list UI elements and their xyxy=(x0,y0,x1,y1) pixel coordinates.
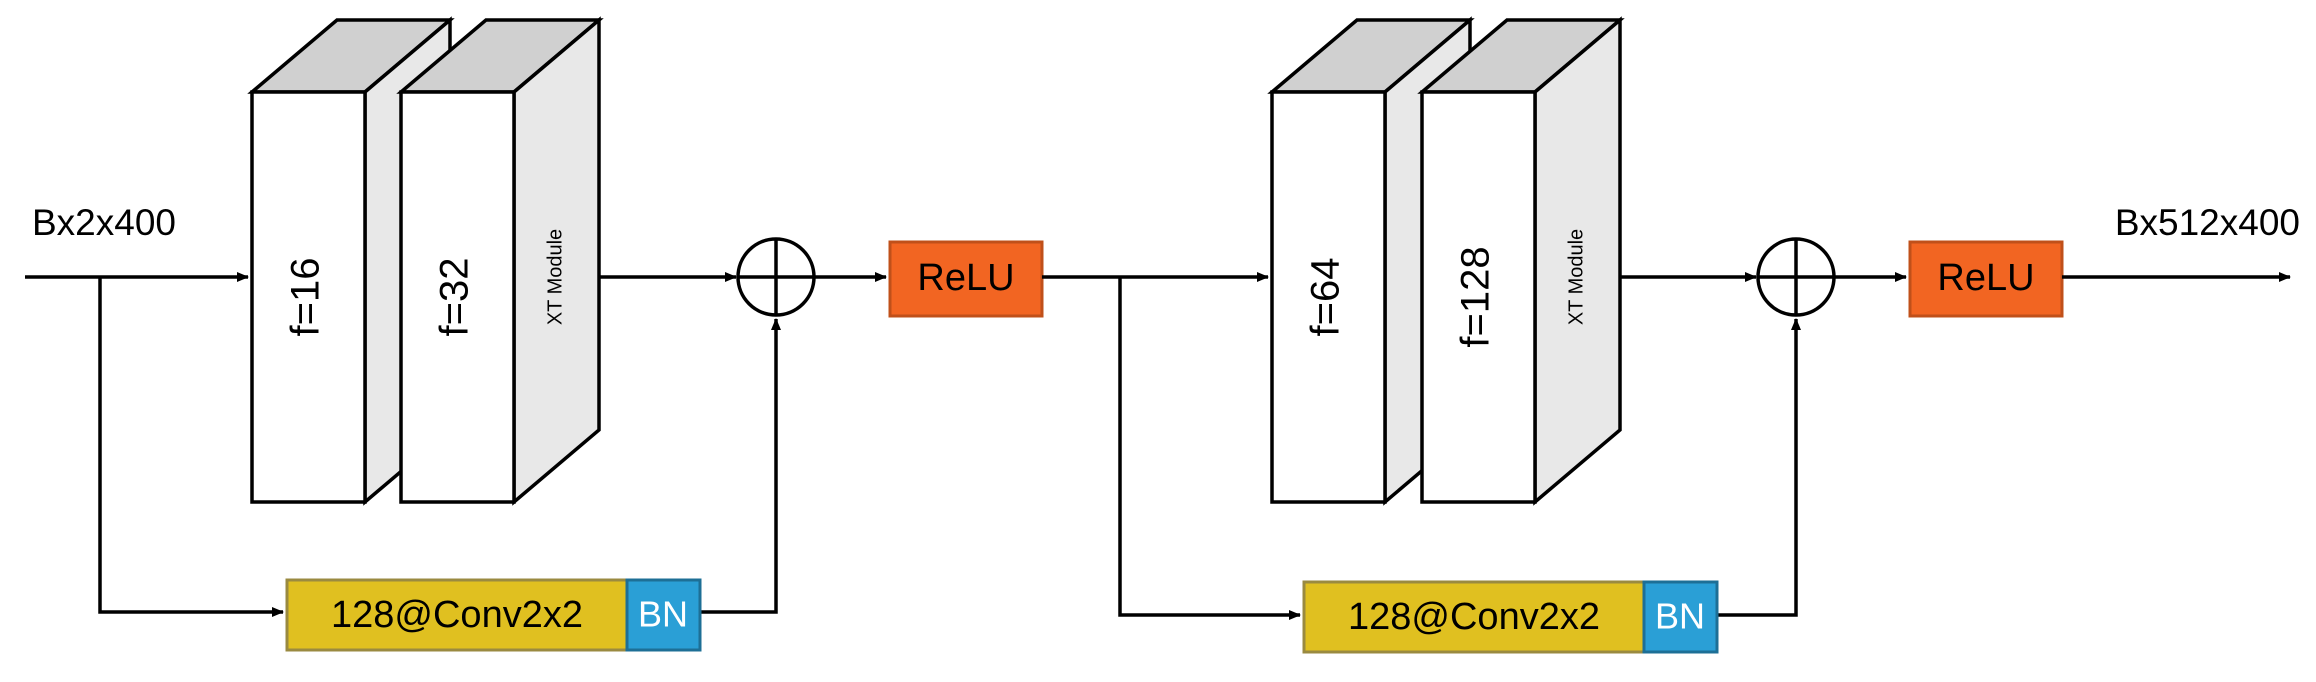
output-shape-label: Bx512x400 xyxy=(2115,202,2300,243)
layer-label-f32: f=32 xyxy=(433,258,477,337)
skip-to-adder-1 xyxy=(700,318,781,614)
add-node-1 xyxy=(736,237,816,317)
skip-path-2 xyxy=(1118,277,1301,620)
bn-label-2: BN xyxy=(1655,596,1705,637)
bn-label-1: BN xyxy=(638,594,688,635)
layer-label-f64: f=64 xyxy=(1304,258,1348,337)
skip-path-1 xyxy=(98,277,284,617)
conv-label-1: 128@Conv2x2 xyxy=(331,594,583,636)
residual-block-2: f=64 f=128 XT Module ReLU xyxy=(1042,16,2291,654)
shortcut-conv-1: 128@Conv2x2 BN xyxy=(285,578,702,652)
layer-label-f128: f=128 xyxy=(1454,246,1498,347)
relu-box-1: ReLU xyxy=(888,240,1044,318)
layer-box-f32: f=32 XT Module xyxy=(396,16,604,506)
skip-to-adder-2 xyxy=(1717,318,1801,617)
input-shape-label: Bx2x400 xyxy=(32,202,176,243)
add-node-2 xyxy=(1756,237,1836,317)
xt-module-label-1: XT Module xyxy=(544,229,566,325)
relu-box-2: ReLU xyxy=(1908,240,2064,318)
residual-block-1: f=16 f=32 XT Module ReLU 1 xyxy=(25,16,1044,652)
xt-module-label-2: XT Module xyxy=(1565,229,1587,325)
conv-label-2: 128@Conv2x2 xyxy=(1348,596,1600,638)
relu-label-2: ReLU xyxy=(1937,257,2034,299)
layer-label-f16: f=16 xyxy=(284,258,328,337)
layer-box-f128: f=128 XT Module xyxy=(1417,16,1625,506)
relu-label-1: ReLU xyxy=(917,257,1014,299)
shortcut-conv-2: 128@Conv2x2 BN xyxy=(1302,580,1719,654)
